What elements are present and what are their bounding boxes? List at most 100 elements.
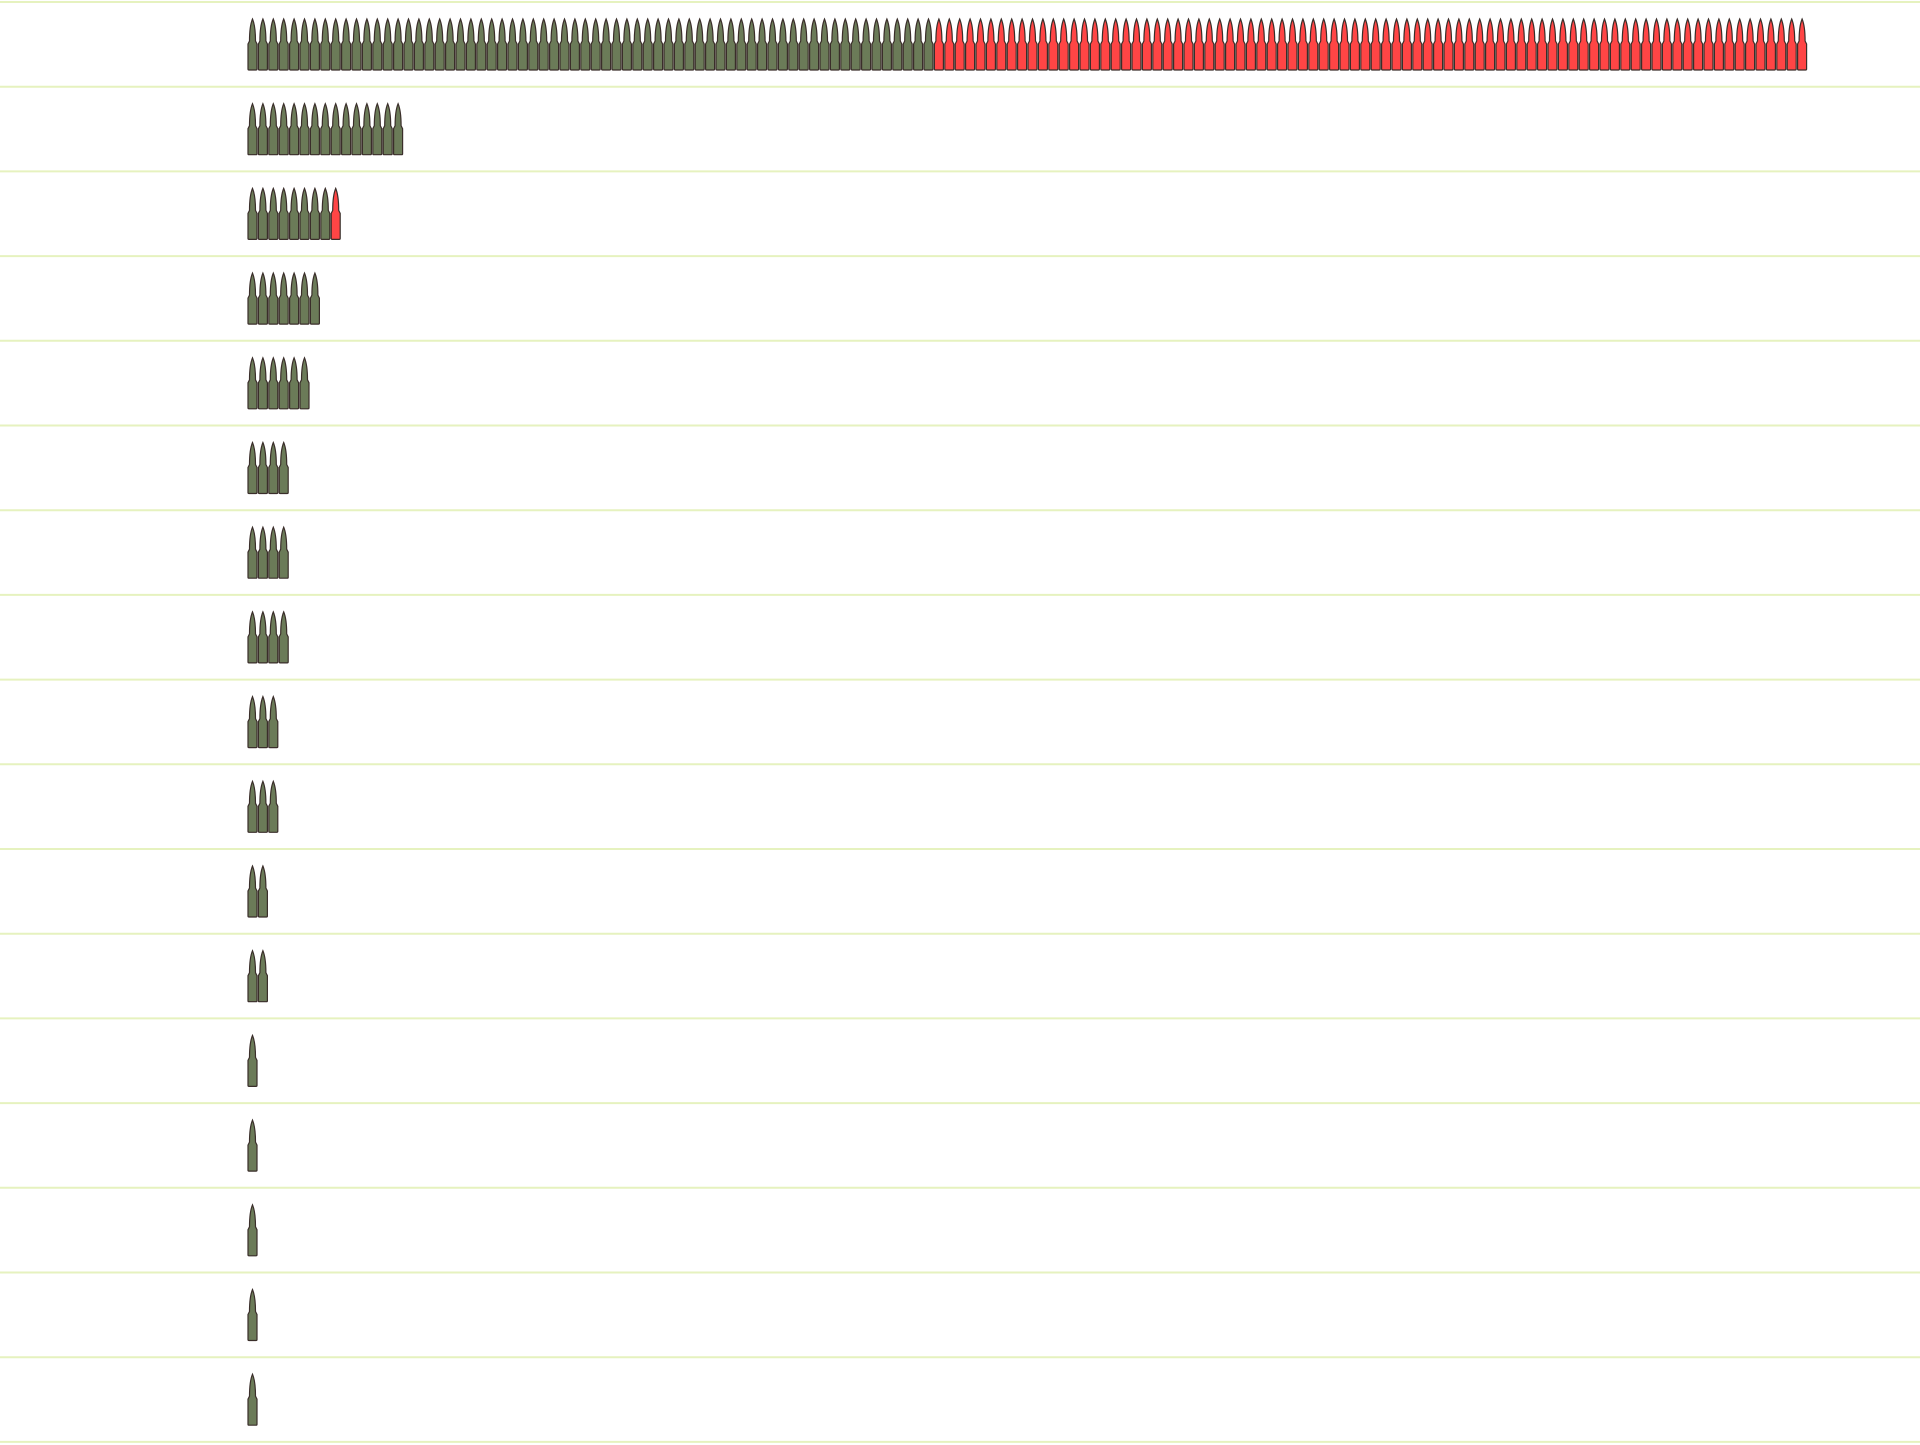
bullet-icon-highlight-row-1 (1121, 17, 1132, 71)
bullet-icon-highlight-row-1 (1297, 17, 1308, 71)
bullet-icon-primary-row-1 (788, 17, 799, 71)
bullet-icon-primary-row-1 (850, 17, 861, 71)
bullet-icon-highlight-row-1 (1245, 17, 1256, 71)
bullet-icon-primary-row-4 (247, 271, 258, 325)
bullet-icon-primary-row-16 (247, 1287, 258, 1342)
bullet-icon-highlight-row-1 (985, 17, 996, 71)
bullet-icon-primary-row-2 (309, 102, 320, 156)
bullet-icon-primary-row-1 (871, 17, 882, 71)
bullet-icon-primary-row-1 (840, 17, 851, 71)
bullet-icon-primary-row-1 (289, 17, 300, 71)
bullet-icon-primary-row-3 (278, 186, 289, 240)
bullet-icon-primary-row-1 (507, 17, 518, 71)
bullet-icon-highlight-row-1 (1453, 17, 1464, 71)
bullet-icon-highlight-row-1 (1308, 17, 1319, 71)
bullet-icon-primary-row-1 (725, 17, 736, 71)
bullet-icon-highlight-row-1 (1235, 17, 1246, 71)
bullet-icon-primary-row-4 (257, 271, 268, 325)
bullet-icon-primary-row-6 (278, 440, 289, 495)
bullet-icon-primary-row-3 (320, 186, 331, 240)
bullet-icon-primary-row-5 (268, 356, 279, 410)
bullet-icon-highlight-row-1 (1214, 17, 1225, 71)
bullet-icon-primary-row-1 (642, 17, 653, 71)
bullet-icon-primary-row-4 (309, 271, 320, 325)
bullet-icon-highlight-row-1 (1745, 17, 1756, 71)
bullet-icon-primary-row-2 (372, 102, 383, 156)
bullet-icon-highlight-row-1 (996, 17, 1007, 71)
bullet-icon-highlight-row-1 (1630, 17, 1641, 71)
bullet-icon-primary-row-12 (257, 949, 268, 1003)
bullet-icon-primary-row-1 (257, 17, 268, 71)
bullet-icon-highlight-row-1 (1620, 17, 1631, 71)
bullet-icon-primary-row-6 (247, 440, 258, 495)
bullet-icon-highlight-row-1 (1526, 17, 1537, 71)
bullet-icon-primary-row-17 (247, 1372, 258, 1426)
bullet-icon-primary-row-1 (767, 17, 778, 71)
bullet-icon-primary-row-1 (861, 17, 872, 71)
bullet-icon-highlight-row-1 (933, 17, 944, 71)
bullet-icon-highlight-row-1 (1360, 17, 1371, 71)
bullet-icon-highlight-row-1 (1318, 17, 1329, 71)
bullet-marks (247, 17, 1808, 1426)
bullet-icon-highlight-row-1 (1485, 17, 1496, 71)
bullet-icon-primary-row-12 (247, 949, 258, 1003)
bullet-icon-primary-row-6 (268, 440, 279, 495)
bullet-icon-highlight-row-1 (1589, 17, 1600, 71)
bullet-icon-highlight-row-1 (975, 17, 986, 71)
bullet-icon-primary-row-10 (257, 779, 268, 833)
bullet-icon-highlight-row-1 (1516, 17, 1527, 71)
bullet-icon-highlight-row-1 (1037, 17, 1048, 71)
bullet-icon-highlight-row-1 (1609, 17, 1620, 71)
bullet-icon-primary-row-1 (465, 17, 476, 71)
bullet-icon-primary-row-3 (257, 186, 268, 240)
bullet-icon-primary-row-1 (715, 17, 726, 71)
bullet-icon-primary-row-1 (653, 17, 664, 71)
bullet-icon-highlight-row-1 (1381, 17, 1392, 71)
bullet-icon-primary-row-2 (257, 102, 268, 156)
bullet-icon-primary-row-2 (299, 102, 310, 156)
bullet-icon-primary-row-1 (351, 17, 362, 71)
bullet-icon-highlight-row-1 (1225, 17, 1236, 71)
bullet-icon-primary-row-1 (382, 17, 393, 71)
bullet-icon-highlight-row-1 (1557, 17, 1568, 71)
bullet-icon-primary-row-1 (330, 17, 341, 71)
bullet-icon-primary-row-6 (257, 440, 268, 495)
bullet-icon-highlight-row-1 (1006, 17, 1017, 71)
bullet-icon-primary-row-2 (289, 102, 300, 156)
bullet-icon-primary-row-1 (538, 17, 549, 71)
bullet-icon-primary-row-14 (247, 1118, 258, 1172)
bullet-icon-primary-row-3 (268, 186, 279, 240)
bullet-icon-highlight-row-1 (1641, 17, 1652, 71)
bullet-icon-primary-row-1 (455, 17, 466, 71)
bullet-icon-primary-row-9 (247, 695, 258, 749)
bullet-icon-highlight-row-1 (1755, 17, 1766, 71)
bullet-icon-primary-row-1 (611, 17, 622, 71)
bullet-icon-primary-row-13 (247, 1033, 258, 1087)
bullet-icon-highlight-row-1 (1277, 17, 1288, 71)
bullet-icon-primary-row-2 (361, 102, 372, 156)
bullet-icon-highlight-row-1 (1474, 17, 1485, 71)
bullet-icon-highlight-row-1 (1173, 17, 1184, 71)
bullet-icon-highlight-row-1 (1058, 17, 1069, 71)
bullet-icon-highlight-row-1 (1713, 17, 1724, 71)
bullet-icon-highlight-row-1 (1568, 17, 1579, 71)
bullet-icon-primary-row-4 (278, 271, 289, 325)
bullet-icon-primary-row-2 (341, 102, 352, 156)
bullet-icon-primary-row-10 (268, 779, 279, 833)
bullet-icon-primary-row-1 (268, 17, 279, 71)
bullet-icon-highlight-row-1 (1266, 17, 1277, 71)
bullet-icon-primary-row-1 (736, 17, 747, 71)
bullet-icon-primary-row-15 (247, 1203, 258, 1257)
bullet-icon-primary-row-5 (247, 356, 258, 410)
bullet-icon-highlight-row-1 (1017, 17, 1028, 71)
bullet-icon-highlight-row-1 (1048, 17, 1059, 71)
bullet-icon-primary-row-1 (673, 17, 684, 71)
bullet-icon-highlight-row-1 (1703, 17, 1714, 71)
bullet-icon-primary-row-1 (777, 17, 788, 71)
bullet-icon-primary-row-3 (289, 186, 300, 240)
bullet-icon-primary-row-1 (892, 17, 903, 71)
bullet-icon-primary-row-1 (590, 17, 601, 71)
bullet-icon-highlight-row-1 (1672, 17, 1683, 71)
bullet-icon-highlight-row-1 (1547, 17, 1558, 71)
